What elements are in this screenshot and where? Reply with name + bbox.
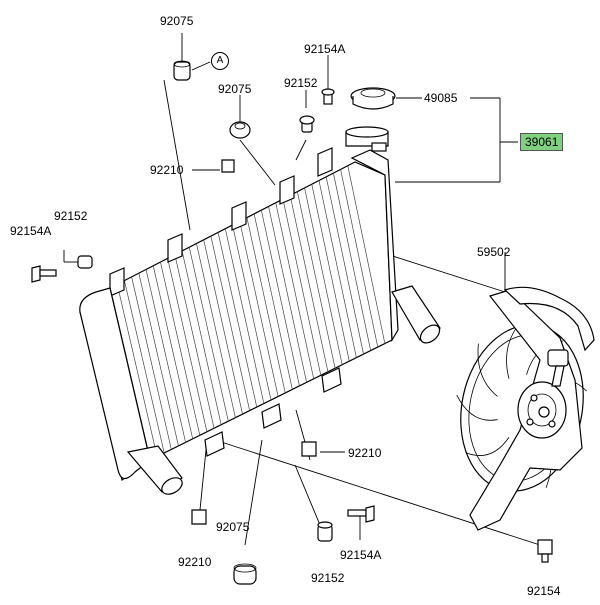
- clip-92210-bottom: [191, 509, 207, 525]
- radiator-fin: [347, 165, 386, 344]
- radiator-fin: [167, 258, 208, 432]
- grommet-92075-bottom: [233, 563, 257, 585]
- radiator-cap-49085: [350, 87, 396, 110]
- part-label-92154a-top: 92154A: [304, 42, 346, 56]
- fan-connector: [547, 349, 569, 387]
- part-label-92152-bottom: 92152: [311, 571, 345, 585]
- part-label-39061: 39061: [520, 133, 564, 151]
- fan-motor: [517, 381, 567, 439]
- radiator-fin: [282, 198, 322, 376]
- bolt-92154-right: [537, 539, 553, 563]
- clip-92210-right: [301, 441, 317, 457]
- right-inlet-pipe: [391, 285, 441, 344]
- radiator-fin: [297, 191, 336, 369]
- radiator-fin: [289, 195, 329, 372]
- radiator-fin: [275, 202, 315, 379]
- fan-blade: [456, 394, 498, 421]
- radiator-fin: [138, 273, 179, 446]
- radiator-fin: [210, 236, 250, 411]
- part-label-49085: 49085: [424, 91, 458, 105]
- radiator-fin: [145, 269, 186, 443]
- radiator-core: [109, 147, 393, 461]
- radiator-fin: [232, 224, 272, 401]
- radiator-fin: [160, 261, 201, 436]
- grommet-92075-top: [173, 60, 191, 81]
- bolt-92154a-bottom: [347, 505, 375, 523]
- radiator-fin: [203, 239, 243, 415]
- fan-blade: [465, 437, 510, 456]
- radiator-fin: [325, 176, 364, 355]
- radiator-fin: [311, 184, 350, 362]
- filler-neck: [345, 126, 389, 152]
- part-label-59502: 59502: [477, 245, 511, 259]
- radiator-fin: [224, 228, 265, 404]
- part-label-92154a-left: 92154A: [10, 224, 52, 238]
- collar-92152-left: [77, 255, 93, 269]
- part-label-92152-left: 92152: [54, 209, 88, 223]
- part-label-92075-bottom: 92075: [216, 520, 250, 534]
- radiator-fin: [196, 243, 236, 418]
- collar-92152-bottom: [317, 521, 333, 542]
- radiator-fin: [304, 187, 343, 365]
- part-label-92152-top: 92152: [284, 76, 318, 90]
- bolt-92154a-top: [321, 88, 335, 105]
- part-label-92210-bottom: 92210: [178, 555, 212, 569]
- part-label-92154-right: 92154: [527, 584, 561, 598]
- bolt-92154a-left: [31, 265, 57, 283]
- right-tank: [350, 149, 399, 343]
- collar-92152-top: [299, 115, 315, 133]
- radiator-fin: [124, 280, 165, 454]
- radiator-fin: [340, 169, 379, 348]
- radiator-fin: [131, 276, 172, 450]
- part-label-92210-top: 92210: [150, 163, 184, 177]
- grommet-92075-mid: [229, 121, 251, 139]
- part-label-92210-right: 92210: [348, 446, 382, 460]
- radiator-fin: [253, 213, 293, 390]
- radiator-fin: [260, 210, 300, 386]
- radiator-fin: [174, 254, 215, 429]
- radiator-fin: [246, 217, 286, 394]
- fan-blade: [477, 343, 498, 397]
- radiator-fin: [239, 221, 279, 397]
- clip-92210-top: [221, 159, 235, 173]
- radiator-fins: [116, 165, 386, 457]
- left-outlet-pipe: [126, 445, 183, 495]
- part-label-92154a-bottom: 92154A: [340, 548, 382, 562]
- part-label-92075-mid: 92075: [218, 82, 252, 96]
- radiator-fin: [188, 247, 229, 422]
- part-label-92075-top: 92075: [160, 14, 194, 28]
- radiator-fin: [181, 250, 222, 425]
- radiator-fin: [152, 265, 194, 439]
- radiator-fin: [217, 232, 258, 408]
- leader-lines: [63, 33, 541, 546]
- radiator-fin: [318, 180, 357, 358]
- radiator-fin: [333, 173, 371, 351]
- radiator-fin: [268, 206, 307, 383]
- radiator-fin: [116, 284, 158, 457]
- callout-circle-a: A: [211, 52, 229, 70]
